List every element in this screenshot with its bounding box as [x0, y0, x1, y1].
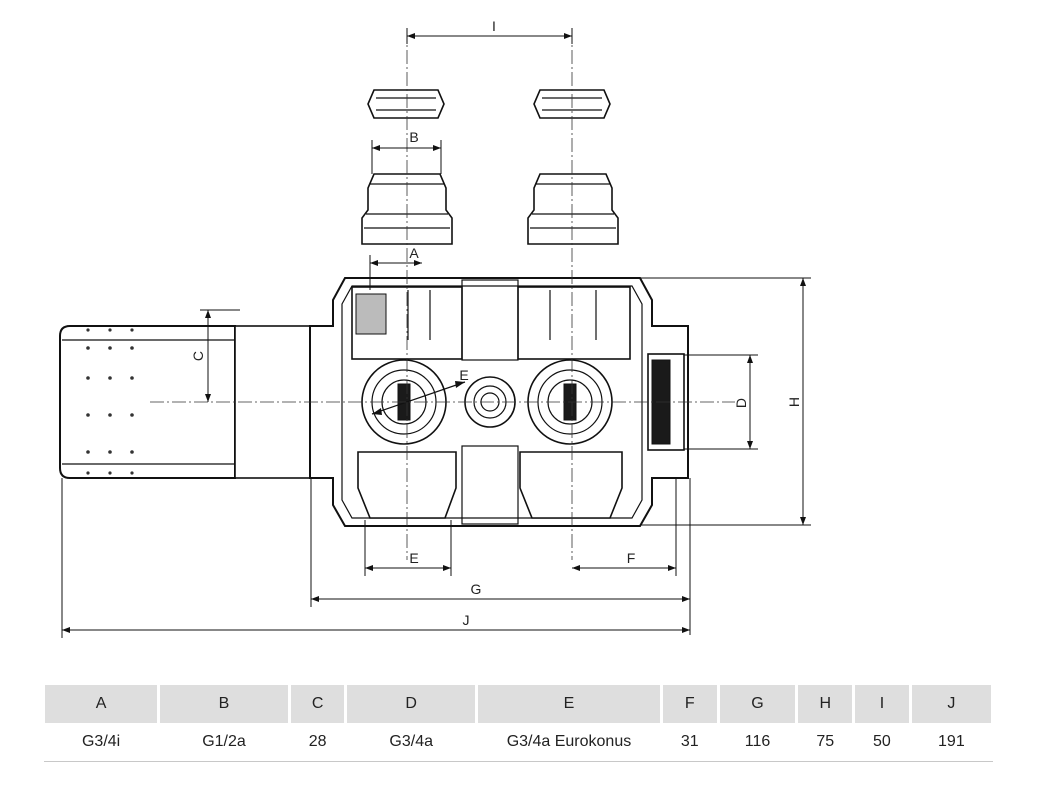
- dim-label-c: C: [190, 351, 206, 361]
- table-header: G: [716, 685, 799, 723]
- dimension-arrows: [62, 33, 806, 633]
- table-header: I: [852, 685, 912, 723]
- table-cell: 28: [289, 723, 346, 762]
- dim-label-b: B: [409, 129, 418, 145]
- center-lines: [150, 28, 735, 560]
- table-header-row: A B C D E F G H I J: [41, 685, 995, 723]
- dim-label-g: G: [471, 581, 482, 597]
- table-header: B: [157, 685, 291, 723]
- right-connector-nut: [527, 89, 619, 245]
- table-header: F: [659, 685, 720, 723]
- table-cell: G3/4a Eurokonus: [476, 723, 662, 762]
- valve-technical-drawing: I B A C D H E E F G J: [59, 18, 811, 638]
- table-cell: G3/4i: [43, 723, 159, 762]
- table-cell: G3/4a: [345, 723, 477, 762]
- table-cell: 75: [796, 723, 854, 762]
- dim-label-e: E: [409, 550, 418, 566]
- table-cell: 50: [853, 723, 911, 762]
- table-header: C: [287, 685, 348, 723]
- table-cell: 116: [718, 723, 797, 762]
- table-header: J: [908, 685, 995, 723]
- table-header: D: [344, 685, 478, 723]
- table-header: H: [795, 685, 856, 723]
- table-cell: G1/2a: [158, 723, 290, 762]
- dim-label-d: D: [733, 398, 749, 408]
- dim-label-a: A: [409, 245, 419, 261]
- table-cell: 31: [661, 723, 719, 762]
- table-row: G3/4i G1/2a 28 G3/4a G3/4a Eurokonus 31 …: [43, 723, 993, 762]
- dim-label-h: H: [786, 397, 802, 407]
- table-header: E: [474, 685, 663, 723]
- dim-label-j: J: [463, 612, 470, 628]
- dim-label-f: F: [627, 550, 636, 566]
- dim-label-i: I: [492, 18, 496, 34]
- dimension-lines: [61, 28, 811, 638]
- table-header: A: [41, 685, 161, 723]
- dimension-table: A B C D E F G H I J G3/4i G1/2a 28 G3/4a…: [41, 685, 995, 762]
- table-cell: 191: [910, 723, 993, 762]
- dim-label-e-diagonal: E: [459, 367, 468, 383]
